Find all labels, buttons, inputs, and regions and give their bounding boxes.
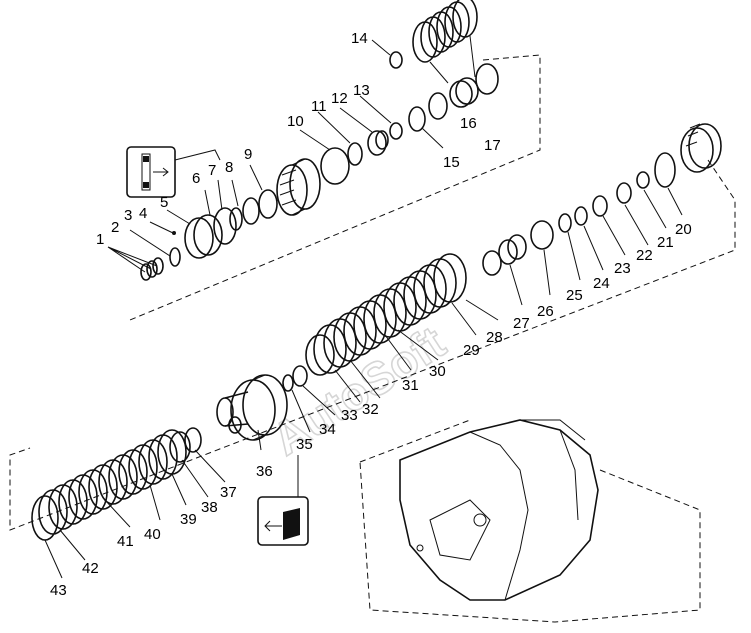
callout-26: 26 [537, 303, 554, 320]
callout-5: 5 [160, 194, 168, 211]
callout-25: 25 [566, 287, 583, 304]
callout-36: 36 [256, 463, 273, 480]
callout-20: 20 [675, 221, 692, 238]
callout-34: 34 [319, 421, 336, 438]
bearing-insert-icon [126, 146, 221, 198]
callout-32: 32 [362, 401, 379, 418]
callout-8: 8 [225, 159, 233, 176]
dashed-boundaries [9, 54, 736, 623]
callout-7: 7 [208, 162, 216, 179]
callout-15: 15 [443, 154, 460, 171]
insert-direction-icon [257, 455, 309, 546]
leader-lines [44, 39, 683, 579]
watermark: AutoSoft [263, 316, 454, 465]
callout-33: 33 [341, 407, 358, 424]
lower-parts [31, 374, 288, 541]
callout-2: 2 [111, 219, 119, 236]
callout-27: 27 [513, 315, 530, 332]
callout-41: 41 [117, 533, 134, 550]
callout-labels: 1 2 3 4 5 6 7 8 9 10 11 12 13 14 15 16 1… [50, 30, 692, 599]
callout-24: 24 [593, 275, 610, 292]
callout-40: 40 [144, 526, 161, 543]
callout-43: 43 [50, 582, 67, 599]
callout-6: 6 [192, 170, 200, 187]
callout-39: 39 [180, 511, 197, 528]
callout-38: 38 [201, 499, 218, 516]
callout-42: 42 [82, 560, 99, 577]
callout-31: 31 [402, 377, 419, 394]
callout-23: 23 [614, 260, 631, 277]
transmission-housing [399, 419, 599, 601]
callout-28: 28 [486, 329, 503, 346]
callout-12: 12 [331, 90, 348, 107]
callout-29: 29 [463, 342, 480, 359]
callout-35: 35 [296, 436, 313, 453]
callout-30: 30 [429, 363, 446, 380]
callout-16: 16 [460, 115, 477, 132]
callout-4: 4 [139, 205, 147, 222]
callout-37: 37 [220, 484, 237, 501]
upper-parts [140, 0, 499, 281]
callout-10: 10 [287, 113, 304, 130]
callout-17: 17 [484, 137, 501, 154]
callout-22: 22 [636, 247, 653, 264]
callout-9: 9 [244, 146, 252, 163]
callout-3: 3 [124, 207, 132, 224]
callout-14: 14 [351, 30, 368, 47]
middle-parts [282, 123, 722, 392]
callout-11: 11 [311, 98, 327, 115]
callout-13: 13 [353, 82, 370, 99]
callout-21: 21 [657, 234, 674, 251]
callout-1: 1 [96, 231, 104, 248]
